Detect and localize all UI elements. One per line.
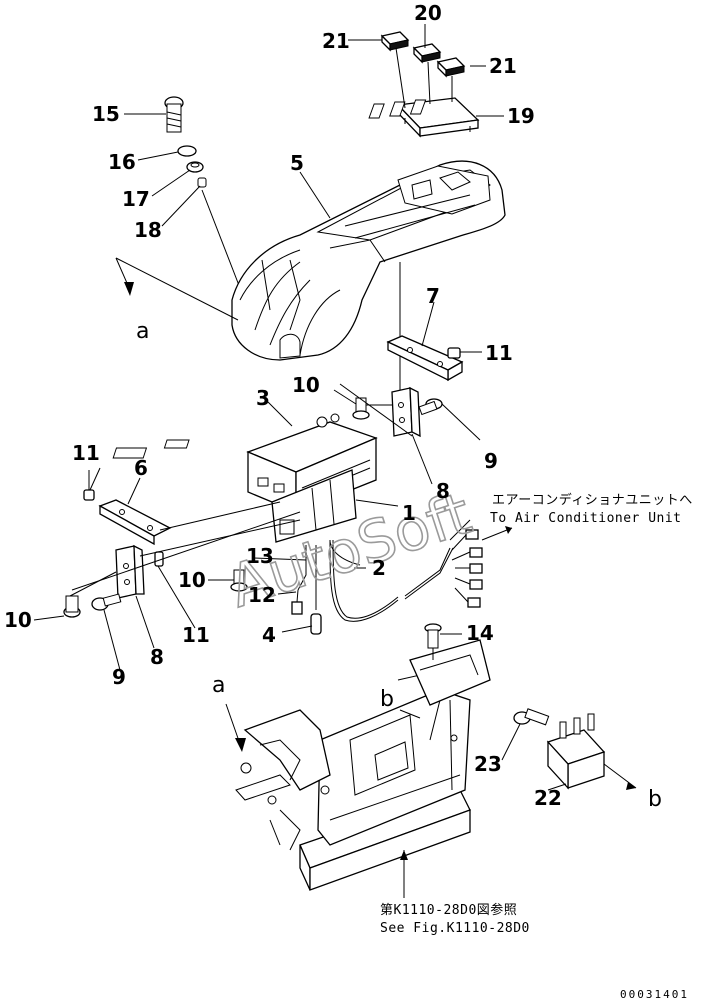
wire-12: [291, 545, 307, 615]
ref-letter-b-mid: b: [380, 687, 394, 712]
callout-13: 13: [246, 544, 274, 568]
switch-21-right: [436, 57, 466, 78]
bolt-10-mid: [230, 569, 248, 592]
callout-8-left: 8: [150, 645, 164, 669]
callout-14: 14: [466, 621, 494, 645]
callout-7: 7: [426, 284, 440, 308]
console-cover-5: [231, 160, 506, 390]
clip-11-right: [447, 347, 482, 359]
switch-21-left: [380, 31, 410, 52]
callout-5: 5: [290, 151, 304, 175]
callout-3: 3: [256, 386, 270, 410]
bolt-14: [424, 623, 442, 660]
callout-4: 4: [262, 623, 276, 647]
switch-panel-19: [368, 97, 480, 138]
screw-15: [164, 96, 184, 133]
ref-letter-a-top: a: [136, 319, 149, 344]
callout-17: 17: [122, 187, 150, 211]
callout-9-left: 9: [112, 665, 126, 689]
callout-12: 12: [248, 583, 276, 607]
controller-1: [271, 469, 399, 543]
callout-23: 23: [474, 752, 502, 776]
callout-11-lower: 11: [182, 623, 210, 647]
callout-20: 20: [414, 1, 442, 25]
callout-10-mid: 10: [178, 568, 206, 592]
callout-22: 22: [534, 786, 562, 810]
switch-20: [412, 43, 442, 64]
nut-17: [186, 161, 204, 173]
callout-21-right: 21: [489, 54, 517, 78]
ref-letter-a-bottom: a: [212, 673, 225, 698]
callout-18: 18: [134, 218, 162, 242]
note-aircon-en: To Air Conditioner Unit: [490, 511, 682, 526]
clip-11-left: [83, 470, 95, 501]
callout-16: 16: [108, 150, 136, 174]
callout-9-right: 9: [484, 449, 498, 473]
note-see-fig-jp: 第K1110-28D0図参照: [380, 902, 517, 918]
washer-16: [177, 145, 197, 157]
callout-1: 1: [402, 501, 416, 525]
bracket-6: [98, 499, 172, 546]
bolt-10-left: [63, 571, 117, 618]
bracket-7: [386, 335, 464, 382]
aircon-connectors: [449, 519, 513, 608]
ref-letter-b-right: b: [648, 787, 662, 812]
bolt-10-top: [352, 397, 392, 420]
bolt-23: [513, 708, 550, 726]
note-see-fig-en: See Fig.K1110-28D0: [380, 921, 530, 936]
callout-15: 15: [92, 102, 120, 126]
bolt-9-left: [91, 593, 122, 611]
relay-22: [546, 713, 637, 790]
callout-21-left: 21: [322, 29, 350, 53]
callout-10-top: 10: [292, 373, 320, 397]
connector-4: [310, 545, 322, 635]
callout-11-left: 11: [72, 441, 100, 465]
collar-18: [197, 177, 207, 188]
callout-8-right: 8: [436, 479, 450, 503]
callout-6: 6: [134, 456, 148, 480]
bracket-8-left: [115, 544, 145, 599]
wire-harness-2: [329, 539, 454, 622]
bolt-9-right: [418, 398, 481, 441]
note-aircon-jp: エアーコンディショナユニットへ: [492, 492, 693, 508]
bracket-8-right: [391, 386, 421, 438]
callout-2: 2: [372, 556, 386, 580]
footer-code: 00031401: [620, 988, 689, 1001]
lower-frame: [235, 639, 491, 898]
callout-10-left: 10: [4, 608, 32, 632]
callout-11-right: 11: [485, 341, 513, 365]
callout-19: 19: [507, 104, 535, 128]
